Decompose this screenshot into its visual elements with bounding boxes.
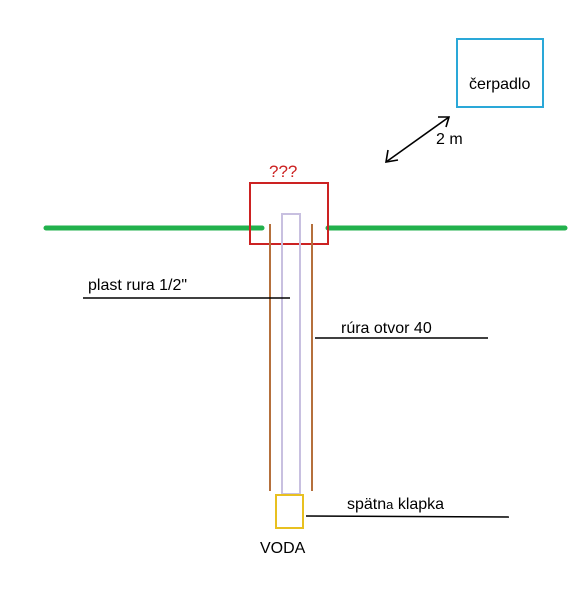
check-valve-label: spätna klapka [347, 496, 444, 513]
water-label: VODA [260, 540, 306, 557]
check-valve-leader [305, 515, 510, 518]
unknown-box [249, 182, 329, 245]
unknown-label: ??? [269, 162, 297, 181]
casing-pipe-label: rúra otvor 40 [341, 320, 432, 337]
distance-arrow [385, 116, 451, 163]
plastic-pipe-label: plast rura 1/2" [88, 277, 187, 294]
pump-box [456, 38, 544, 108]
plastic-pipe [281, 213, 301, 495]
distance-label: 2 m [436, 131, 463, 148]
check-valve [275, 494, 304, 529]
pump-label: čerpadlo [469, 76, 530, 93]
